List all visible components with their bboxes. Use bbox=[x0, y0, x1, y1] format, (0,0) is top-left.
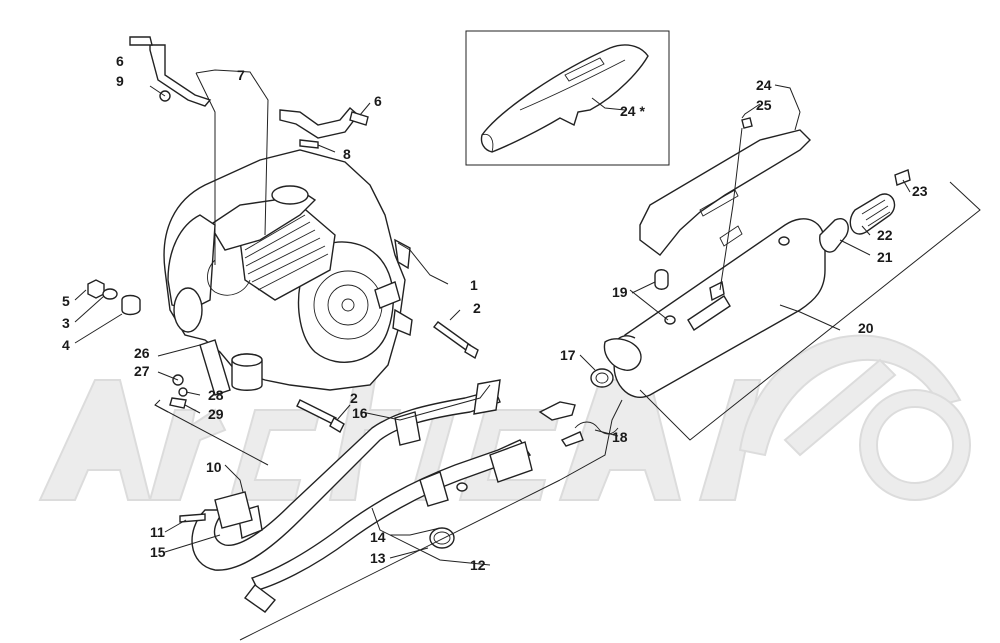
callout-9: 9 bbox=[116, 73, 124, 89]
hardware-left bbox=[87, 279, 141, 316]
callout-21: 21 bbox=[877, 249, 893, 265]
callout-26: 26 bbox=[134, 345, 150, 361]
callout-labels: 1 2 2 3 4 5 6 6 7 8 9 10 11 12 13 14 15 … bbox=[62, 53, 928, 573]
callout-3: 3 bbox=[62, 315, 70, 331]
callout-6-right: 6 bbox=[374, 93, 382, 109]
spark-arrestor bbox=[654, 117, 911, 290]
callout-11: 11 bbox=[150, 524, 165, 540]
callout-29: 29 bbox=[208, 406, 224, 422]
callout-27: 27 bbox=[134, 363, 150, 379]
callout-16: 16 bbox=[352, 405, 368, 421]
spring-clip bbox=[538, 401, 619, 447]
callout-24: 24 bbox=[756, 77, 772, 93]
callout-1: 1 bbox=[470, 277, 478, 293]
callout-4: 4 bbox=[62, 337, 70, 353]
callout-6-left: 6 bbox=[116, 53, 124, 69]
callout-15: 15 bbox=[150, 544, 166, 560]
muffler bbox=[590, 218, 826, 398]
leader-lines bbox=[74, 44, 981, 641]
callout-25: 25 bbox=[756, 97, 772, 113]
callout-13: 13 bbox=[370, 550, 386, 566]
callout-23: 23 bbox=[912, 183, 928, 199]
callout-2-upper: 2 bbox=[473, 300, 481, 316]
callout-24-alt: 24 * bbox=[620, 103, 645, 119]
flange-10 bbox=[179, 491, 253, 529]
heat-shield bbox=[639, 129, 811, 256]
bracket-upper-right bbox=[279, 107, 369, 149]
exhaust-pipe-rear bbox=[243, 439, 533, 613]
callout-22: 22 bbox=[877, 227, 893, 243]
callout-12: 12 bbox=[470, 557, 486, 573]
watermark-logo bbox=[38, 334, 971, 501]
callout-5: 5 bbox=[62, 293, 70, 309]
bolt-2-lower bbox=[296, 399, 345, 433]
callout-2-lower: 2 bbox=[350, 390, 358, 406]
bracket-upper-left bbox=[129, 36, 212, 107]
callout-14: 14 bbox=[370, 529, 386, 545]
callout-7: 7 bbox=[237, 67, 245, 83]
callout-20: 20 bbox=[858, 320, 874, 336]
inset-heat-shield-box bbox=[465, 30, 670, 166]
callout-19: 19 bbox=[612, 284, 628, 300]
clamp-13 bbox=[429, 527, 455, 549]
callout-28: 28 bbox=[208, 387, 224, 403]
callout-10: 10 bbox=[206, 459, 222, 475]
callout-18: 18 bbox=[612, 429, 628, 445]
callout-17: 17 bbox=[560, 347, 576, 363]
callout-8: 8 bbox=[343, 146, 351, 162]
bolt-2-upper bbox=[432, 321, 479, 360]
engine-assembly bbox=[163, 149, 413, 391]
